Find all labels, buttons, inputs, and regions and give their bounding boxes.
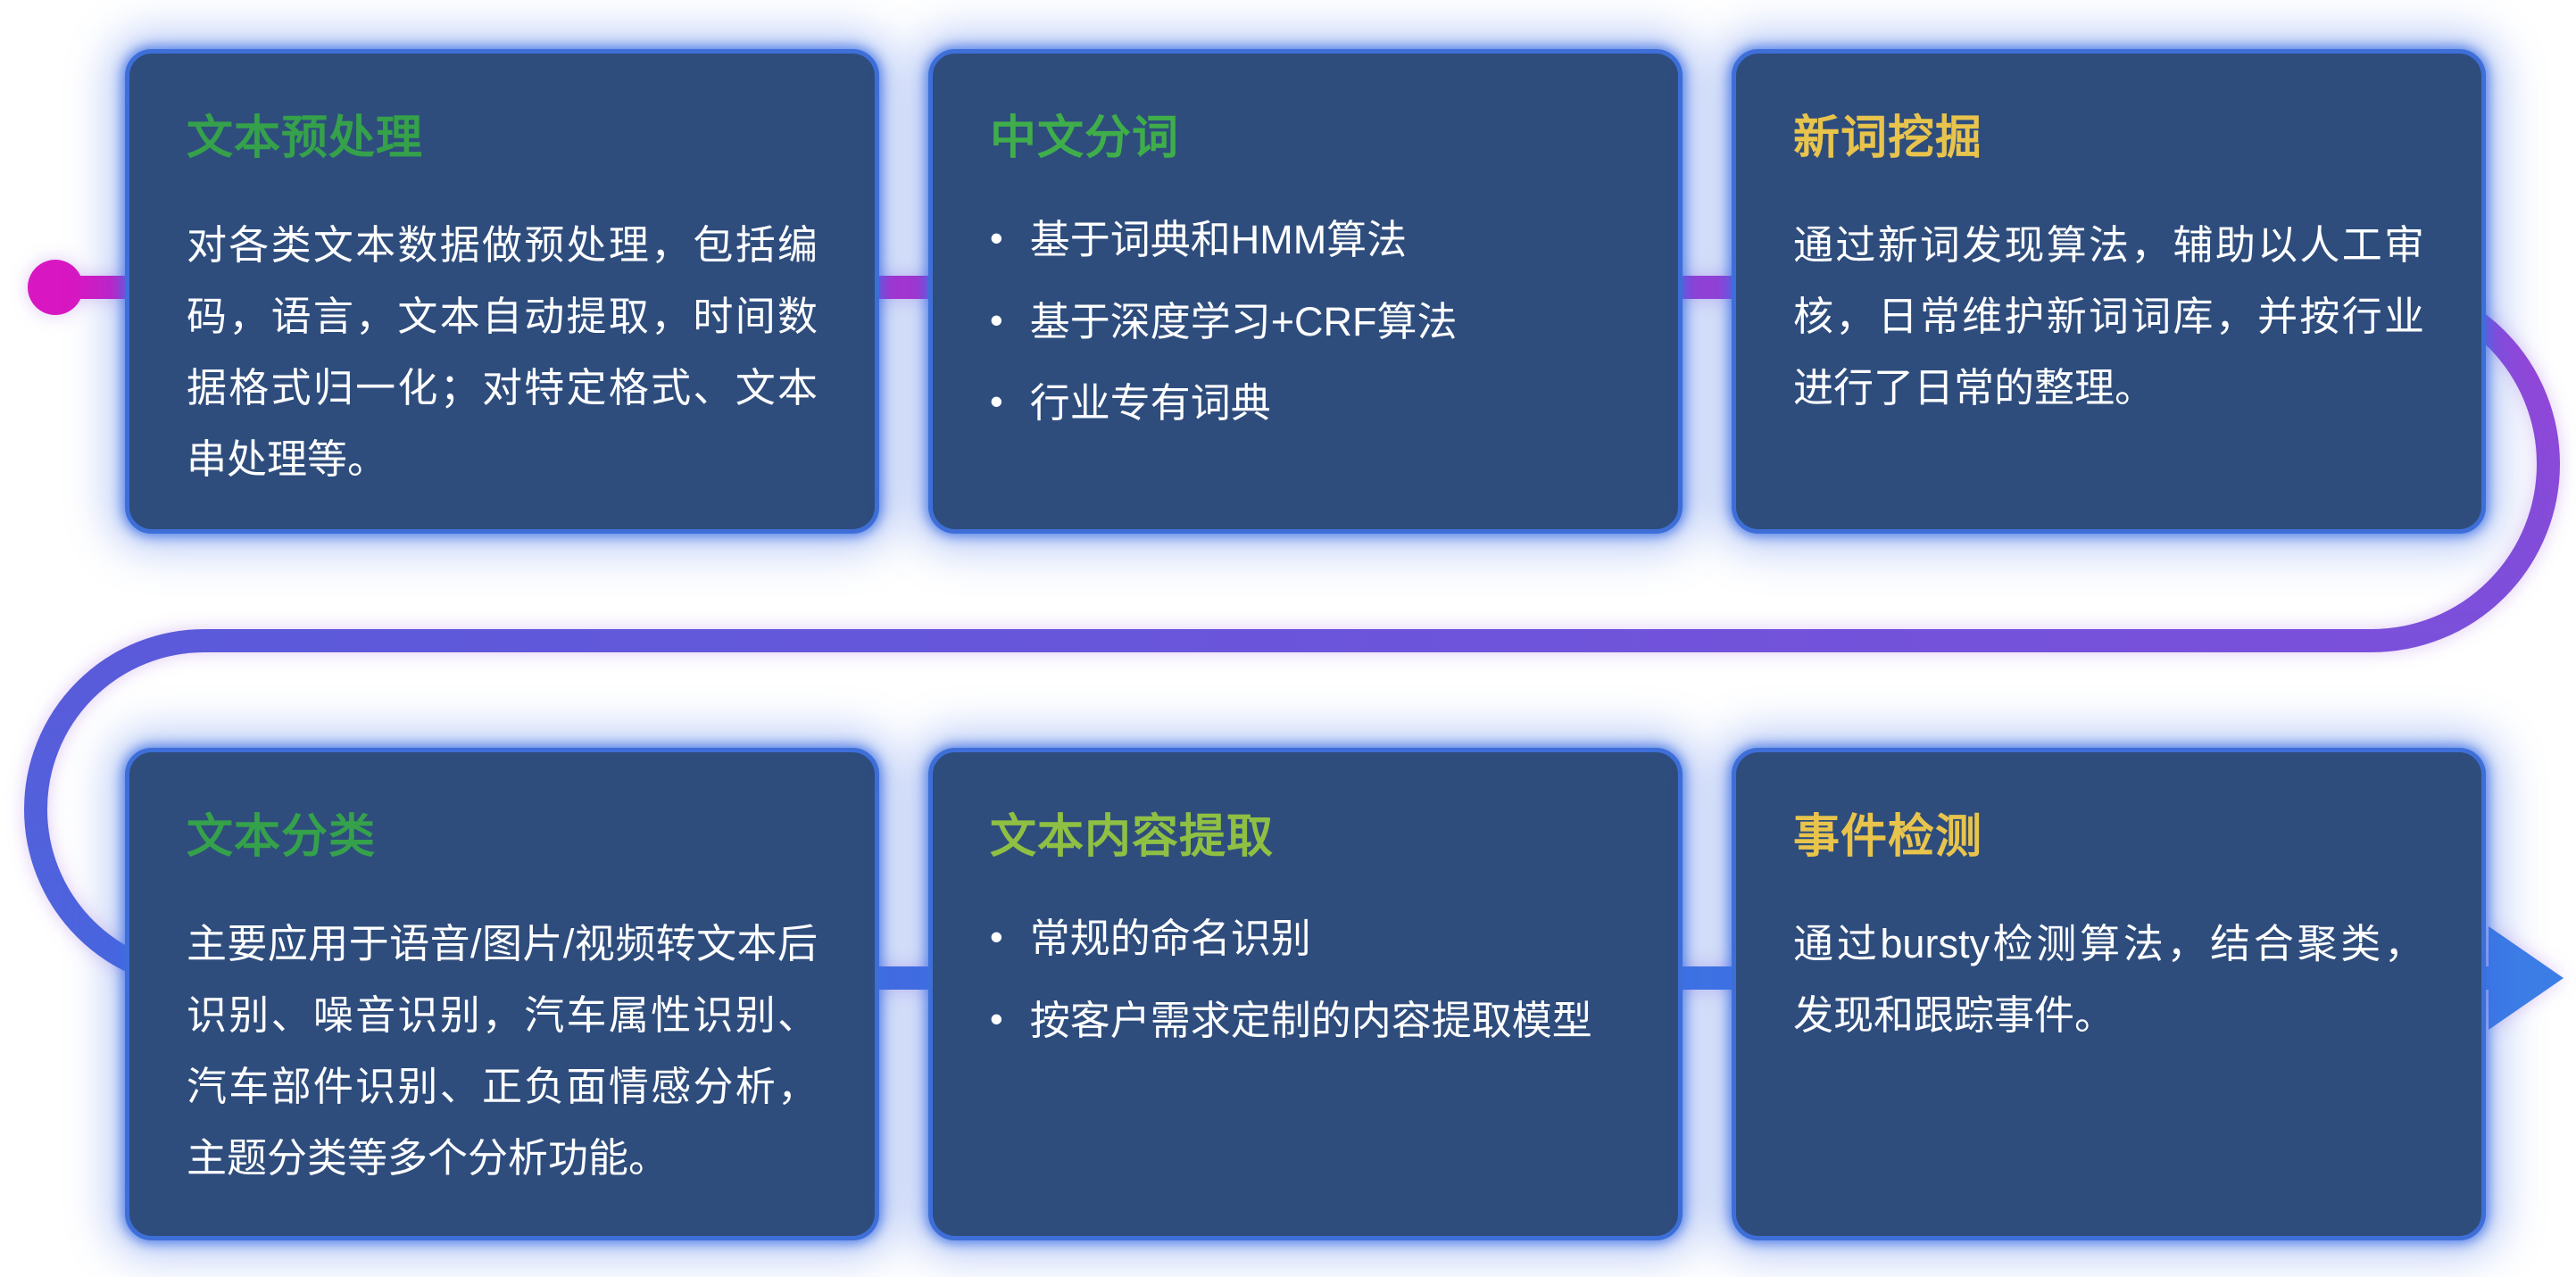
list-item: • 基于词典和HMM算法 bbox=[990, 210, 1621, 270]
card-text-preprocessing: 文本预处理 对各类文本数据做预处理，包括编码，语言，文本自动提取，时间数据格式归… bbox=[125, 49, 879, 534]
list-item: • 常规的命名识别 bbox=[990, 908, 1621, 969]
card-title: 中文分词 bbox=[990, 112, 1180, 164]
card-title: 新词挖掘 bbox=[1793, 112, 1983, 164]
bullet-icon: • bbox=[990, 380, 1003, 422]
card-title: 文本内容提取 bbox=[990, 811, 1275, 863]
card-chinese-word-segmentation: 中文分词 • 基于词典和HMM算法 • 基于深度学习+CRF算法 • 行业专有词… bbox=[928, 49, 1683, 534]
bullet-text: 常规的命名识别 bbox=[1029, 916, 1311, 961]
bullet-icon: • bbox=[990, 217, 1003, 259]
bullet-text: 行业专有词典 bbox=[1029, 380, 1271, 426]
list-item: • 行业专有词典 bbox=[990, 373, 1621, 434]
card-new-word-mining: 新词挖掘 通过新词发现算法，辅助以人工审核，日常维护新词词库，并按行业进行了日常… bbox=[1732, 49, 2486, 534]
flow-start-dot bbox=[28, 260, 83, 315]
card-title: 事件检测 bbox=[1793, 811, 1983, 863]
card-event-detection: 事件检测 通过bursty检测算法，结合聚类，发现和跟踪事件。 bbox=[1732, 748, 2486, 1240]
arrow-right-icon bbox=[2489, 926, 2564, 1030]
card-title: 文本预处理 bbox=[187, 112, 424, 164]
card-bullet-list: • 基于词典和HMM算法 • 基于深度学习+CRF算法 • 行业专有词典 bbox=[990, 210, 1621, 434]
bullet-text: 基于词典和HMM算法 bbox=[1029, 217, 1408, 262]
card-bullet-list: • 常规的命名识别 • 按客户需求定制的内容提取模型 bbox=[990, 908, 1621, 1050]
list-item: • 按客户需求定制的内容提取模型 bbox=[990, 991, 1621, 1051]
card-text-content-extraction: 文本内容提取 • 常规的命名识别 • 按客户需求定制的内容提取模型 bbox=[928, 748, 1683, 1240]
card-body: 对各类文本数据做预处理，包括编码，语言，文本自动提取，时间数据格式归一化；对特定… bbox=[187, 222, 818, 483]
card-text-classification: 文本分类 主要应用于语音/图片/视频转文本后识别、噪音识别，汽车属性识别、汽车部… bbox=[125, 748, 879, 1240]
bullet-text: 基于深度学习+CRF算法 bbox=[1029, 298, 1458, 344]
bullet-text: 按客户需求定制的内容提取模型 bbox=[1029, 997, 1592, 1043]
bullet-icon: • bbox=[990, 916, 1003, 958]
card-body: 主要应用于语音/图片/视频转文本后识别、噪音识别，汽车属性识别、汽车部件识别、正… bbox=[187, 921, 818, 1182]
card-body: 通过bursty检测算法，结合聚类，发现和跟踪事件。 bbox=[1793, 921, 2424, 1039]
card-title: 文本分类 bbox=[187, 811, 377, 863]
bullet-icon: • bbox=[990, 298, 1003, 341]
bullet-icon: • bbox=[990, 997, 1003, 1040]
list-item: • 基于深度学习+CRF算法 bbox=[990, 292, 1621, 352]
card-body: 通过新词发现算法，辅助以人工审核，日常维护新词词库，并按行业进行了日常的整理。 bbox=[1793, 222, 2424, 411]
